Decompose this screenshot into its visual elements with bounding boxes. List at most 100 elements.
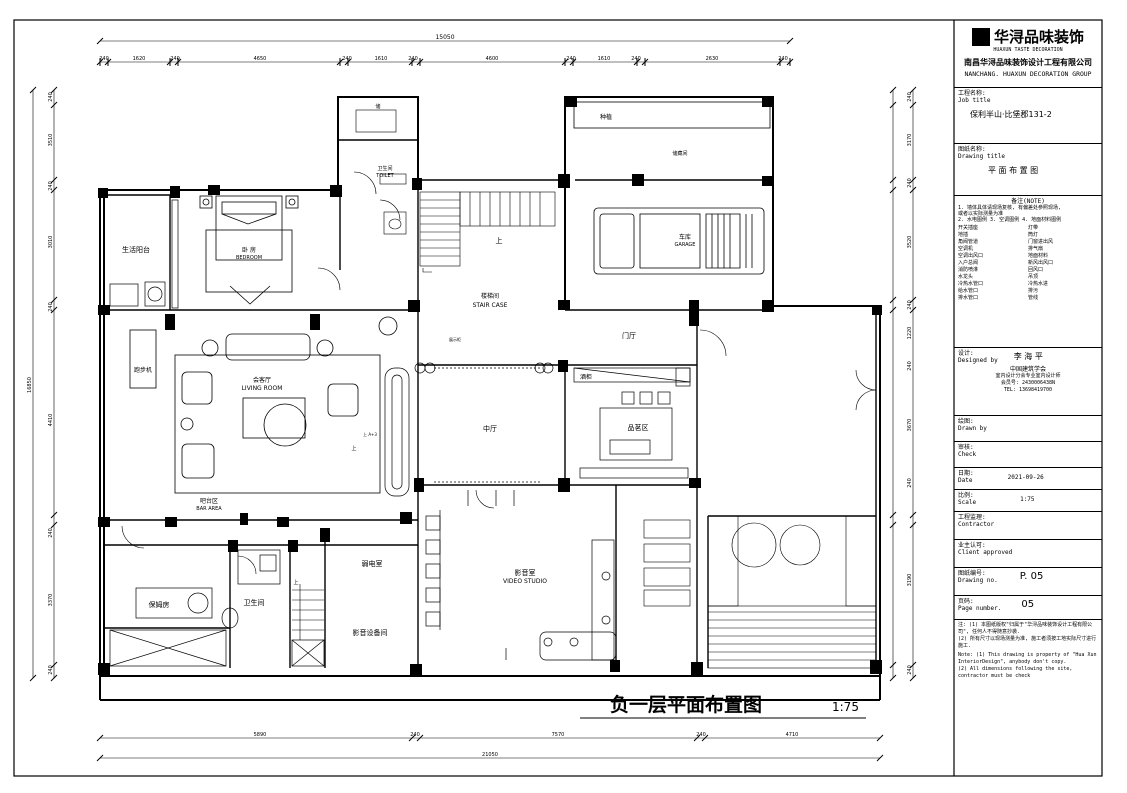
dimension-tick [889,296,897,304]
dim-top-9: 240 [566,56,576,62]
job-label: 工程名称: [958,90,986,97]
legend-item: 门窗进出风 [1028,239,1054,245]
dimension-tick [909,521,917,529]
drawing-label-en: Drawing title [958,153,1005,160]
dimension-tick [909,296,917,304]
dim-bottom-1: 5890 [254,732,267,738]
dim-top-7: 240 [408,56,418,62]
dimension-tick [889,306,897,314]
drawing-title: 负一层平面布置图 [610,693,762,716]
dim-bottom-5: 4710 [786,732,799,738]
dimension-tick [50,296,58,304]
legend-item: 回风口 [1028,267,1044,273]
page-label: 页码: [958,598,974,605]
legend-item: 水龙头 [958,274,974,280]
notes-section: 注: (1) 本图纸版权"归属于"华浔品味装饰设计工程有限公司", 任何人不得随… [954,620,1102,744]
company-name-en: NANCHANG. HUAXUN DECORATION GROUP [964,70,1092,78]
designer-name: 李 海 平 [1013,352,1043,361]
legend-item: 排污 [1028,288,1039,294]
dim-top-2: 1620 [133,56,146,62]
drawing-value: 平 面 布 置 图 [988,166,1039,175]
label-garage-en: GARAGE [675,242,696,248]
note-en-2: (2) All dimensions following the site, c… [958,666,1073,679]
dim-left-9: 240 [48,665,54,675]
dimension-tick [50,521,58,529]
dimension-tick [889,674,897,682]
dimension-tick [50,306,58,314]
label-av-equipment: 影音设备间 [353,628,388,637]
legend-item: 角阀管道 [958,239,979,245]
label-toilet-en: TOILET [375,173,394,179]
door-swings [121,171,877,575]
dimension-tick [889,86,897,94]
label-nanny: 保姆房 [149,600,170,609]
designer-label-en: Designed by [958,357,998,364]
dim-bottom-2: 240 [410,732,420,738]
dimension-tick [909,674,917,682]
dimension-tick [50,674,58,682]
dimension-tick [50,661,58,669]
wine-and-lightwell [643,515,877,669]
label-video-en: VIDEO STUDIO [503,578,547,585]
dim-left-4: 3010 [48,236,54,249]
legend-item: 冷热水管口 [958,281,984,287]
label-garage-cn: 车库 [679,233,691,241]
legend-item: 开关插座 [958,225,979,231]
label-video-cn: 影音室 [515,568,536,577]
designer-org-1: 中国建筑学会 [1009,366,1046,373]
dimension-tick [876,754,884,762]
check-section: 审核: Check [954,442,1102,468]
dimension-tick [889,511,897,519]
legend-item: 地插 [958,232,969,238]
service-stair [292,584,324,640]
dimension-tick [693,734,701,742]
label-hall: 中厅 [483,424,497,433]
dimension-tick [416,734,424,742]
dimension-tick [701,734,709,742]
legend-columns: 开关插座 地插 角阀管道 空调机 空调出风口 入户总阀 消防喷淋 水龙头 冷热水… [958,225,1098,302]
dim-left-6: 4410 [48,414,54,427]
dimension-tick [909,86,917,94]
page-value: 05 [1021,599,1035,610]
dim-top-12: 2630 [706,56,719,62]
dimension-tick [96,754,104,762]
dimension-tick [96,37,104,45]
label-storage: 储藏间 [672,150,687,157]
contractor-label: 工程监理: [958,514,986,521]
dim-left-3: 240 [48,181,54,191]
scale-label: 比例: [958,492,974,499]
label-toilet-cn: 卫生间 [377,165,392,172]
drawing-no-value: P. 05 [1019,571,1044,582]
dim-top-8: 4600 [486,56,499,62]
dimension-tick [50,101,58,109]
dimension-ticks [29,37,917,762]
legend-item: 排水管口 [958,295,979,301]
legend-section: 备注(NOTE) 1. 墙体具体请现场复核, 有偏差处参照现场, 或者以实际测量… [954,196,1102,348]
dimension-tick [909,101,917,109]
dim-bottom-overall: 21050 [482,752,498,758]
label-up-living: 上 [351,445,356,452]
dim-right-5: 240 [907,300,913,310]
drawing-no-label: 图纸编号: [958,570,986,577]
dim-top-5: 240 [342,56,352,62]
legend-title: 备注(NOTE) [1011,198,1045,205]
dim-right-8: 3670 [907,419,913,432]
label-stair-en: STAIR CASE [473,302,508,309]
dim-left-segments: 16850 240 3510 240 3010 240 4410 240 337… [27,92,54,675]
legend-line-2: 或者以实际测量为准 [958,211,1004,217]
page-label-en: Page number. [958,605,1002,612]
dimension-tick [50,86,58,94]
label-bar-cn: 吧台区 [200,497,218,505]
dimension-tick [408,734,416,742]
drawing-title-section: 图纸名称: Drawing title 平 面 布 置 图 [954,144,1102,196]
label-stair-cn: 楼梯间 [481,292,499,300]
legend-item: 空调机 [958,246,974,252]
garage-car [573,101,771,275]
living-room-furniture [129,316,398,494]
legend-item: 筒灯 [1028,232,1039,238]
label-store: 储 [375,103,380,110]
legend-item: 排气扇 [1028,246,1044,252]
dimension-tick [50,186,58,194]
bar-area [384,367,410,497]
